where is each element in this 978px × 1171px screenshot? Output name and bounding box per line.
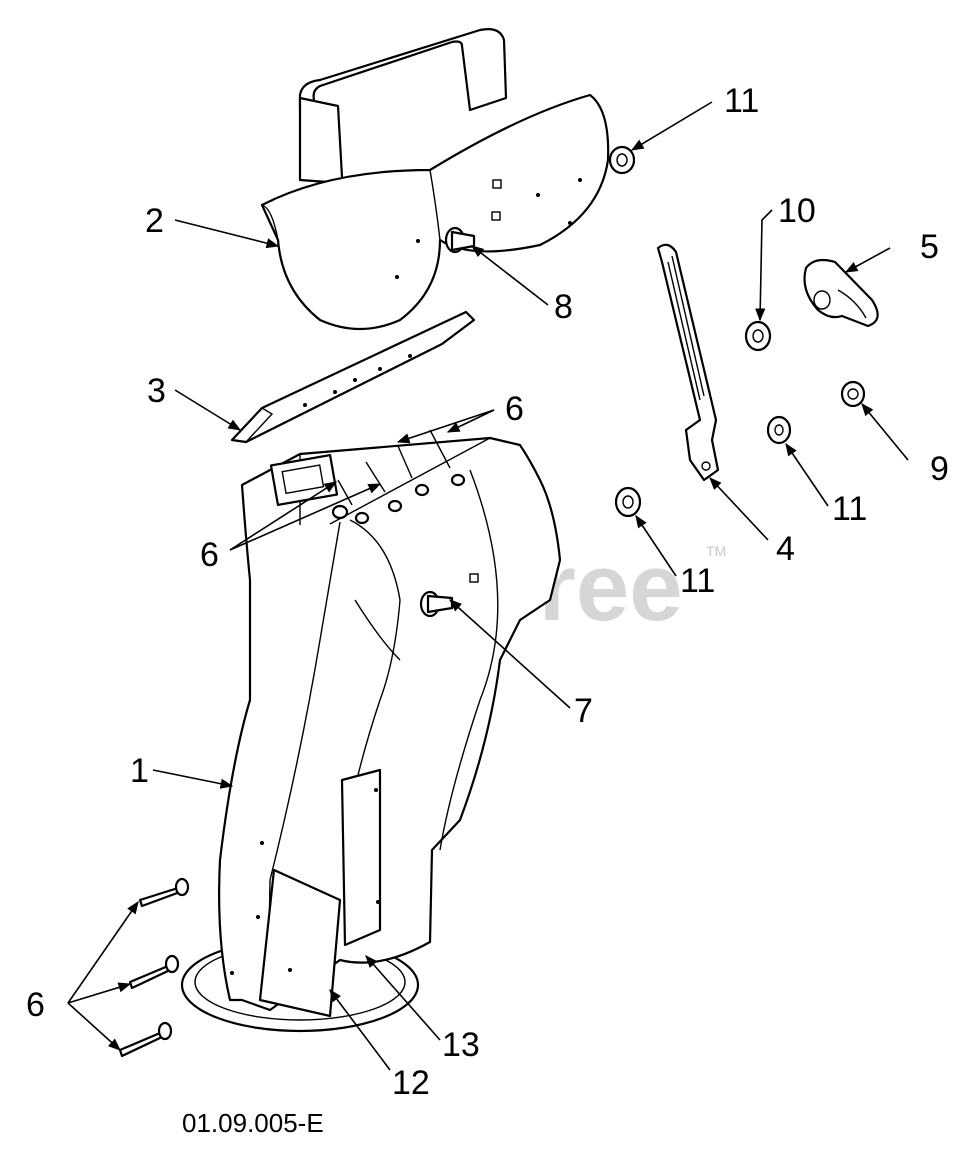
callout-5: 5 bbox=[920, 228, 939, 266]
drawing-code: 01.09.005-E bbox=[182, 1108, 324, 1138]
callout-10: 10 bbox=[778, 192, 816, 230]
leader-lines bbox=[67, 101, 909, 1071]
part-rivets-6-bottom[interactable] bbox=[118, 877, 190, 1058]
callout-9: 9 bbox=[930, 450, 949, 488]
callout-11-top: 11 bbox=[724, 82, 759, 120]
callout-11-mid: 11 bbox=[832, 490, 867, 528]
part-chute[interactable] bbox=[180, 436, 562, 1033]
part-washer-11-top[interactable] bbox=[608, 145, 636, 175]
part-bracket[interactable] bbox=[656, 243, 720, 482]
watermark-trademark: TM bbox=[706, 543, 726, 559]
part-washer-10[interactable] bbox=[744, 320, 772, 352]
callout-7: 7 bbox=[574, 692, 593, 730]
callout-12: 12 bbox=[392, 1064, 430, 1102]
callout-3: 3 bbox=[147, 372, 166, 410]
part-knob[interactable] bbox=[803, 258, 879, 328]
part-washer-11-mid[interactable] bbox=[766, 415, 792, 445]
part-rivets-6-top[interactable] bbox=[331, 429, 466, 525]
callout-4: 4 bbox=[776, 530, 795, 568]
callout-8: 8 bbox=[554, 288, 573, 326]
callout-labels: 11 2 8 3 10 5 6 9 11 4 6 11 7 1 6 13 12 bbox=[26, 82, 949, 1102]
callout-13: 13 bbox=[442, 1026, 480, 1064]
callout-6-upper: 6 bbox=[505, 390, 524, 428]
callout-6-bottom: 6 bbox=[26, 986, 45, 1024]
part-nut[interactable] bbox=[840, 380, 866, 408]
callout-6-left: 6 bbox=[200, 536, 219, 574]
callout-2: 2 bbox=[145, 202, 164, 240]
part-washer-11-low[interactable] bbox=[614, 486, 642, 518]
part-blade[interactable] bbox=[230, 310, 476, 444]
callout-11-low: 11 bbox=[680, 562, 715, 600]
part-pin-8[interactable] bbox=[444, 226, 476, 254]
part-deflector-hood[interactable] bbox=[260, 28, 610, 331]
callout-1: 1 bbox=[130, 752, 149, 790]
